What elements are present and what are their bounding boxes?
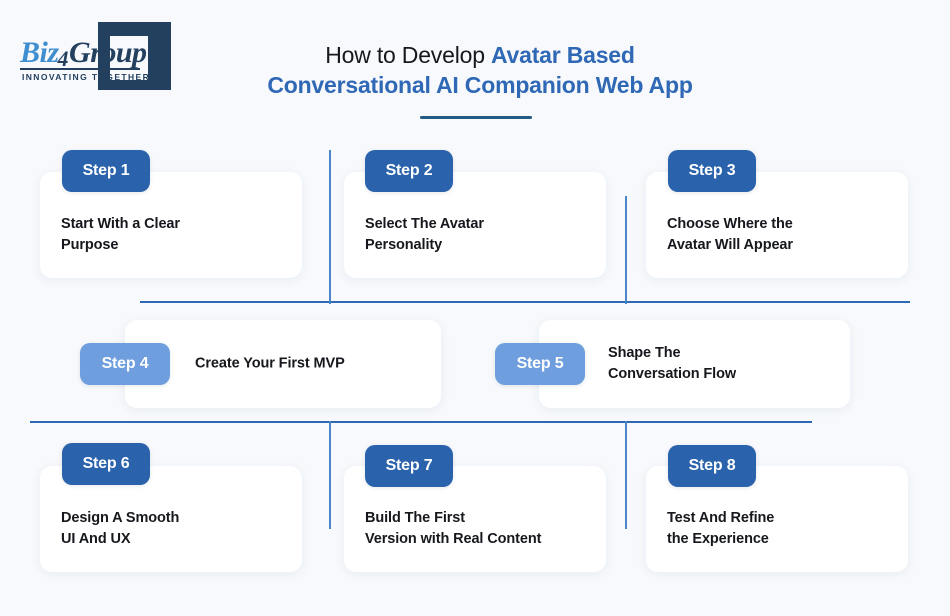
logo-wordmark: Biz4Group bbox=[20, 36, 147, 71]
step-badge-7[interactable]: Step 7 bbox=[365, 445, 453, 487]
step-card-5-title: Shape The Conversation Flow bbox=[608, 345, 737, 382]
step-badge-2[interactable]: Step 2 bbox=[365, 150, 453, 192]
step-card-7-title: Build The First Version with Real Conten… bbox=[365, 510, 542, 547]
logo-divider bbox=[20, 68, 140, 70]
logo-tagline: INNOVATING TOGETHER bbox=[22, 72, 151, 82]
step-card-2-title: Select The Avatar Personality bbox=[365, 216, 484, 253]
step-card-1-title: Start With a Clear Purpose bbox=[61, 216, 180, 253]
logo-text-four: 4 bbox=[57, 46, 69, 71]
step-badge-8[interactable]: Step 8 bbox=[668, 445, 756, 487]
logo-bracket-inner-shape bbox=[148, 36, 171, 90]
connector-vline-row2-left bbox=[329, 288, 331, 304]
step-badge-1[interactable]: Step 1 bbox=[62, 150, 150, 192]
step-card-3-title: Choose Where the Avatar Will Appear bbox=[667, 216, 793, 253]
page-title-plain-text: How to Develop bbox=[325, 42, 491, 68]
connector-vline-row3-right bbox=[625, 421, 627, 529]
logo-text-group: Group bbox=[69, 36, 147, 69]
logo-text-biz: Biz bbox=[20, 36, 59, 69]
step-badge-3[interactable]: Step 3 bbox=[668, 150, 756, 192]
step-card-4-title: Create Your First MVP bbox=[195, 355, 345, 372]
title-underline bbox=[420, 116, 532, 119]
page-title-line-1: How to Develop Avatar Based bbox=[230, 40, 730, 70]
step-badge-6[interactable]: Step 6 bbox=[62, 443, 150, 485]
page-title-accent-text-1: Avatar Based bbox=[490, 42, 635, 68]
brand-logo: Biz4Group INNOVATING TOGETHER bbox=[18, 20, 171, 92]
connector-hline-bottom bbox=[30, 421, 812, 423]
step-badge-4[interactable]: Step 4 bbox=[80, 343, 170, 385]
connector-vline-row2-right bbox=[625, 288, 627, 304]
connector-hline-top bbox=[140, 301, 910, 303]
connector-vline-row1-left bbox=[329, 150, 331, 303]
step-card-8-title: Test And Refine the Experience bbox=[667, 510, 775, 547]
step-card-5[interactable]: Shape The Conversation Flow bbox=[539, 320, 850, 408]
connector-vline-row3-left bbox=[329, 421, 331, 529]
step-badge-5[interactable]: Step 5 bbox=[495, 343, 585, 385]
step-card-4[interactable]: Create Your First MVP bbox=[125, 320, 441, 408]
connector-vline-row1-right bbox=[625, 196, 627, 303]
page-title-line-2: Conversational AI Companion Web App bbox=[267, 72, 693, 98]
page-title: How to Develop Avatar Based Conversation… bbox=[230, 40, 730, 100]
step-card-6-title: Design A Smooth UI And UX bbox=[61, 510, 180, 547]
